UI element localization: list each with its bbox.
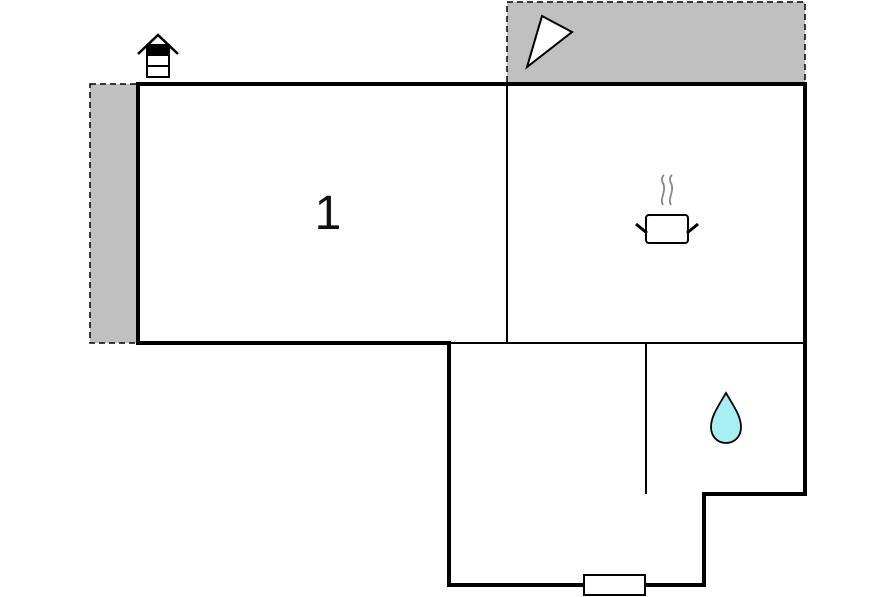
entrance-door-icon[interactable] [583,574,646,596]
room-1 [138,84,507,343]
cooking-pot-icon [635,174,699,244]
kitchen [507,84,805,343]
room-1-label: 1 [315,187,342,240]
exterior-wall [136,82,807,587]
water-drop-icon [710,391,742,444]
house-entrance-icon [137,33,179,78]
west-terrace [89,83,139,344]
north-arrow-icon [525,14,574,70]
entrance-hall [449,343,704,585]
